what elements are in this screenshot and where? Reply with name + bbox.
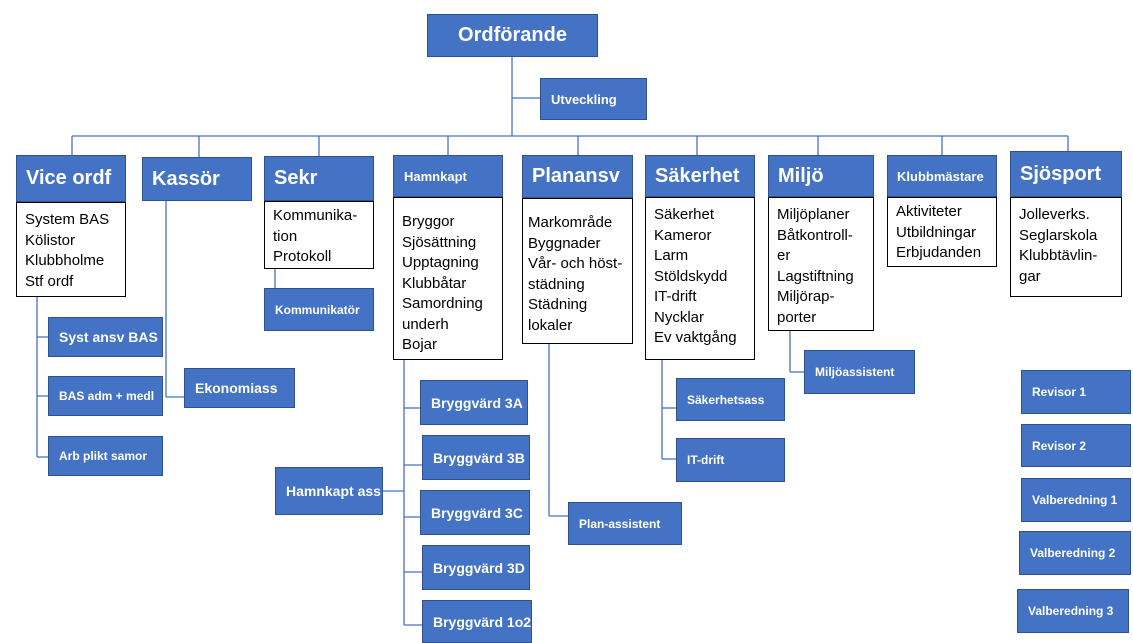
- syst-ansv-bas-box: Syst ansv BAS: [48, 317, 163, 357]
- list-item: Bojar: [402, 336, 438, 353]
- sekr-list: Kommunika- tion Protokoll: [264, 201, 374, 269]
- list-item: Utbildningar: [896, 223, 977, 241]
- list-item: Nycklar: [654, 308, 705, 326]
- list-item: Kameror: [654, 226, 712, 244]
- chairman-box: Ordförande: [427, 14, 598, 57]
- list-item: IT-drift: [654, 288, 697, 305]
- list-item: Kommunika-: [273, 207, 358, 224]
- valberedning-3-box: Valberedning 3: [1017, 589, 1129, 633]
- klubbmastare-header: Klubbmästare: [887, 155, 997, 197]
- list-item: Klubbåtar: [402, 274, 467, 292]
- list-item: Larm: [654, 247, 689, 264]
- bryggvard-3d-box: Bryggvärd 3D: [422, 545, 530, 590]
- list-item: Seglarskola: [1019, 226, 1098, 244]
- it-drift-box: IT-drift: [676, 438, 785, 482]
- revisor-2-box: Revisor 2: [1021, 424, 1131, 467]
- sekr-header: Sekr: [264, 156, 374, 201]
- bryggvard-3b-box: Bryggvärd 3B: [422, 435, 530, 480]
- list-item: System BAS: [25, 211, 110, 228]
- list-item: Protokoll: [273, 248, 332, 265]
- kassor-header: Kassör: [142, 157, 252, 201]
- hamnkapt-list: Bryggor Sjösättning Upptagning Klubbåtar…: [393, 197, 503, 360]
- list-item: Erbjudanden: [896, 244, 982, 261]
- planansv-list: Markområde Byggnader Vår- och höst- städ…: [522, 198, 633, 344]
- list-item: gar: [1019, 267, 1041, 285]
- list-item: lokaler: [528, 316, 573, 334]
- list-item: Markområde: [528, 214, 613, 231]
- plan-assistent-box: Plan-assistent: [568, 502, 682, 545]
- list-item: Klubbholme: [25, 252, 105, 269]
- arb-plikt-samor-box: Arb plikt samor: [48, 436, 163, 476]
- bas-adm-medl-box: BAS adm + medl: [48, 376, 163, 416]
- list-item: Samordning: [402, 295, 483, 312]
- development-box: Utveckling: [540, 78, 647, 120]
- kommunikator-box: Kommunikatör: [264, 288, 374, 331]
- list-item: Ev vaktgång: [654, 329, 737, 346]
- list-item: Säkerhet: [654, 206, 715, 223]
- bryggvard-3a-box: Bryggvärd 3A: [420, 380, 528, 425]
- valberedning-2-box: Valberedning 2: [1019, 531, 1131, 575]
- list-item: Båtkontroll-: [777, 226, 853, 244]
- list-item: er: [777, 247, 791, 264]
- list-item: Miljörap-: [777, 288, 835, 305]
- sakerhet-header: Säkerhet: [645, 155, 755, 197]
- vice-ordf-header: Vice ordf: [16, 155, 126, 202]
- list-item: porter: [777, 308, 817, 326]
- miljoassistent-box: Miljöassistent: [804, 350, 915, 394]
- miljo-list: Miljöplaner Båtkontroll- er Lagstiftning…: [768, 197, 874, 331]
- list-item: Bryggor: [402, 213, 455, 230]
- list-item: Aktiviteter: [896, 203, 962, 220]
- list-item: städning: [528, 275, 585, 293]
- sjosport-header: Sjösport: [1010, 151, 1122, 197]
- valberedning-1-box: Valberedning 1: [1021, 478, 1131, 522]
- sjosport-list: Jolleverks. Seglarskola Klubbtävlin- gar: [1010, 197, 1122, 297]
- planansv-header: Planansv: [522, 155, 633, 198]
- miljo-header: Miljö: [768, 155, 874, 197]
- hamnkapt-ass-box: Hamnkapt ass: [275, 467, 383, 515]
- hamnkapt-header: Hamnkapt: [393, 155, 503, 197]
- list-item: Städning: [528, 296, 588, 313]
- list-item: Klubbtävlin-: [1019, 247, 1098, 264]
- bryggvard-3c-box: Bryggvärd 3C: [420, 490, 530, 535]
- sakerhet-list: Säkerhet Kameror Larm Stöldskydd IT-drif…: [645, 197, 755, 360]
- list-item: Stf ordf: [25, 272, 74, 290]
- klubbmastare-list: Aktiviteter Utbildningar Erbjudanden: [887, 197, 997, 267]
- list-item: Miljöplaner: [777, 206, 850, 223]
- list-item: underh: [402, 315, 449, 333]
- list-item: Kölistor: [25, 231, 76, 249]
- list-item: Byggnader: [528, 234, 601, 252]
- list-item: Stöldskydd: [654, 267, 728, 285]
- list-item: Vår- och höst-: [528, 255, 623, 272]
- list-item: Upptagning: [402, 254, 479, 271]
- bryggvard-1o2-box: Bryggvärd 1o2: [422, 600, 532, 643]
- revisor-1-box: Revisor 1: [1021, 370, 1131, 414]
- ekonomiass-box: Ekonomiass: [184, 368, 295, 408]
- list-item: Jolleverks.: [1019, 206, 1090, 223]
- vice-ordf-list: System BAS Kölistor Klubbholme Stf ordf: [16, 202, 126, 297]
- list-item: Lagstiftning: [777, 267, 854, 285]
- sakerhetsass-box: Säkerhetsass: [676, 378, 785, 421]
- list-item: Sjösättning: [402, 233, 477, 251]
- list-item: tion: [273, 227, 298, 245]
